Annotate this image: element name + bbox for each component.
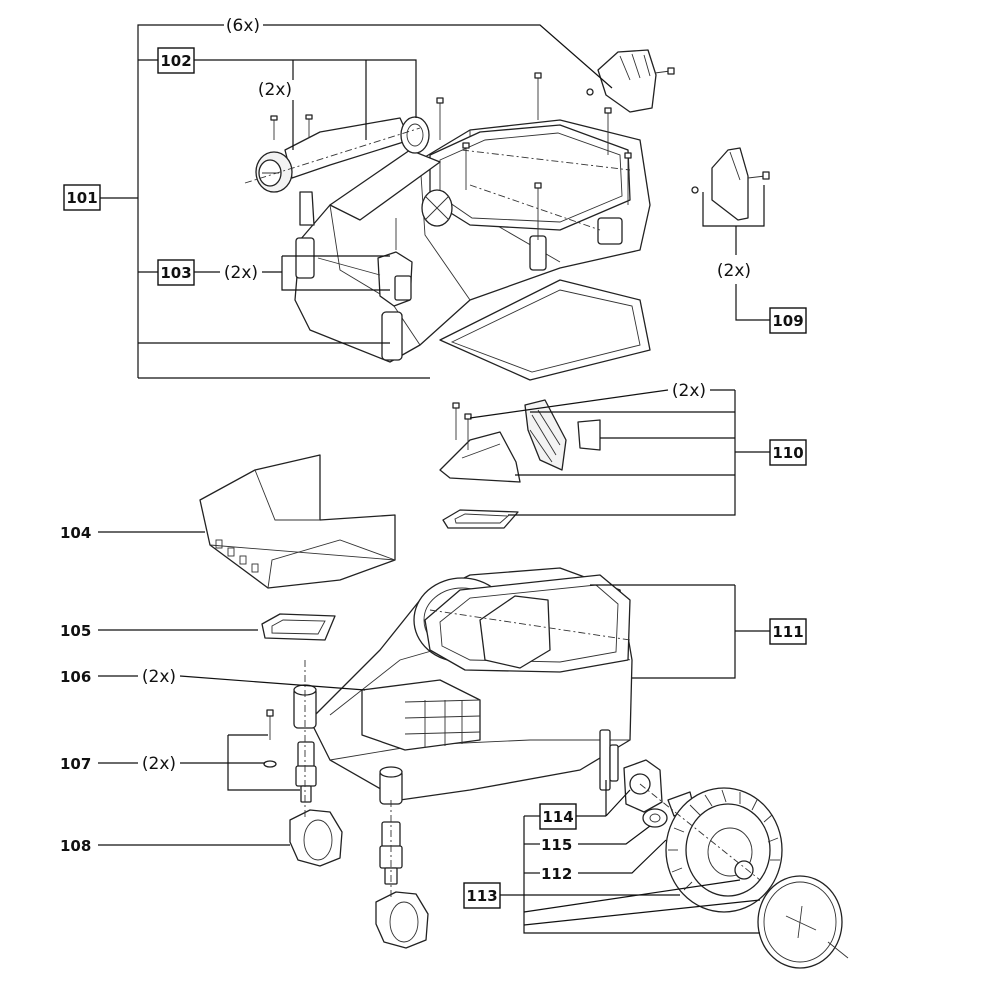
- callout-109-label: 109: [772, 312, 803, 330]
- quantity-103-2x-label: (2x): [224, 263, 258, 283]
- lower-housing-drawing: [293, 567, 633, 805]
- callout-106-label: 106: [60, 668, 91, 686]
- callout-105-label: 105: [60, 622, 91, 640]
- callout-113-label: 113: [466, 887, 497, 905]
- callout-114-label: 114: [542, 808, 573, 826]
- hose-socket-assembly-drawing: [244, 114, 430, 226]
- inner-tray-drawing: [199, 454, 396, 589]
- callout-115-label: 115: [541, 836, 572, 854]
- leader-lines: [98, 24, 770, 934]
- callout-114: 114: [539, 803, 577, 830]
- wheel-assembly-drawing: [623, 759, 849, 969]
- callout-101-label: 101: [66, 189, 97, 207]
- callout-104-label: 104: [60, 524, 91, 542]
- callout-103-label: 103: [160, 264, 191, 282]
- side-clip-drawings: [586, 49, 770, 221]
- callout-110: 110: [769, 439, 807, 466]
- quantity-6x-label: (6x): [226, 16, 260, 36]
- callout-111-label: 111: [772, 623, 803, 641]
- callout-113: 113: [463, 882, 501, 909]
- callout-110-label: 110: [772, 444, 803, 462]
- filter-parts-drawing: [439, 399, 601, 529]
- upper-housing-drawing: [294, 72, 651, 381]
- latch-assembly-drawing: [317, 218, 413, 307]
- callout-102-label: 102: [160, 52, 191, 70]
- callout-111: 111: [769, 618, 807, 645]
- filter-frame-drawing: [261, 613, 336, 641]
- callout-101: 101: [63, 184, 101, 211]
- callout-102: 102: [157, 47, 195, 74]
- quantity-109-2x-label: (2x): [717, 261, 751, 281]
- callout-108-label: 108: [60, 837, 91, 855]
- quantity-102-2x-label: (2x): [258, 80, 292, 100]
- caster-drawings: [263, 660, 429, 949]
- quantity-106-2x-label: (2x): [142, 667, 176, 687]
- callout-112-label: 112: [541, 865, 572, 883]
- callout-103: 103: [157, 259, 195, 286]
- quantity-110-2x-label: (2x): [672, 381, 706, 401]
- quantity-107-2x-label: (2x): [142, 754, 176, 774]
- callout-109: 109: [769, 307, 807, 334]
- callout-107-label: 107: [60, 755, 91, 773]
